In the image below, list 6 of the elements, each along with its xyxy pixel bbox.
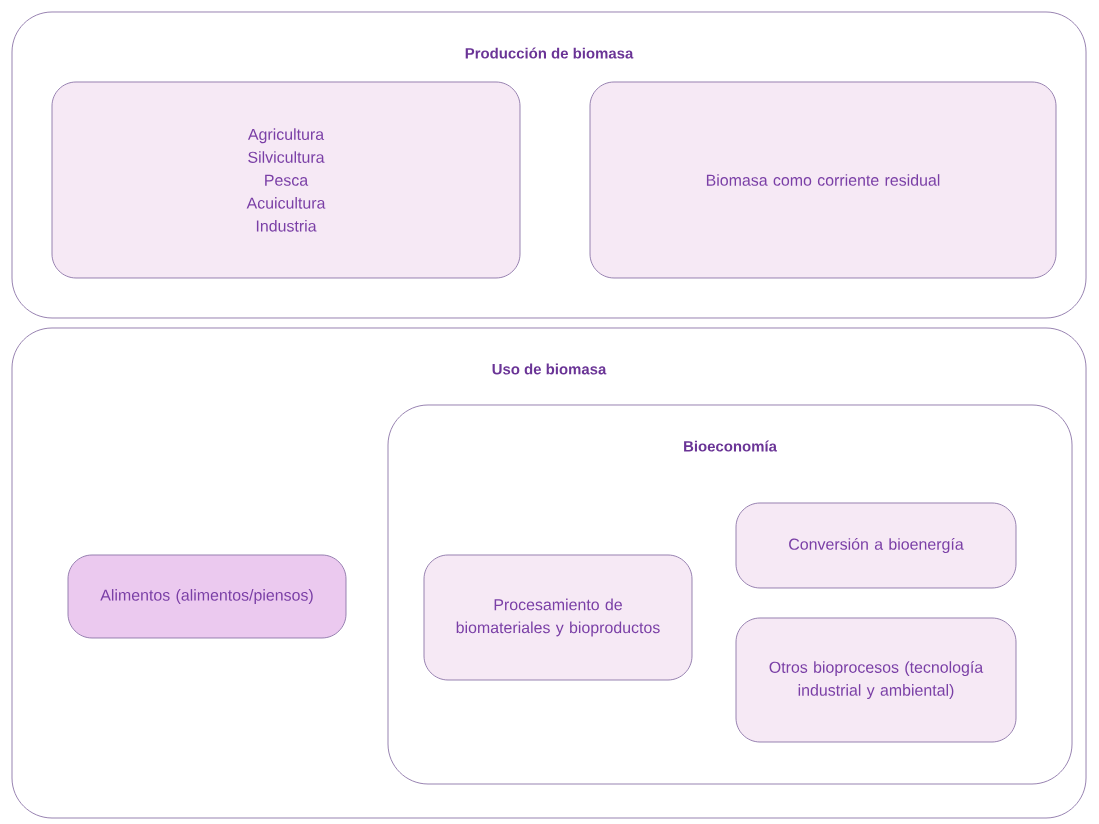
process-box: Agricultura Silvicultura Pesca Acuicultura Industria bbox=[51, 81, 521, 279]
process-box: Otros bioprocesos (tecnología industrial y ambiental) bbox=[735, 617, 1017, 743]
process-box: Alimentos (alimentos/piensos) bbox=[67, 554, 347, 639]
process-box: Procesamiento de biomateriales y bioproductos bbox=[423, 554, 693, 681]
process-box: Biomasa como corriente residual bbox=[589, 81, 1057, 279]
process-box: Conversión a bioenergía bbox=[735, 502, 1017, 589]
